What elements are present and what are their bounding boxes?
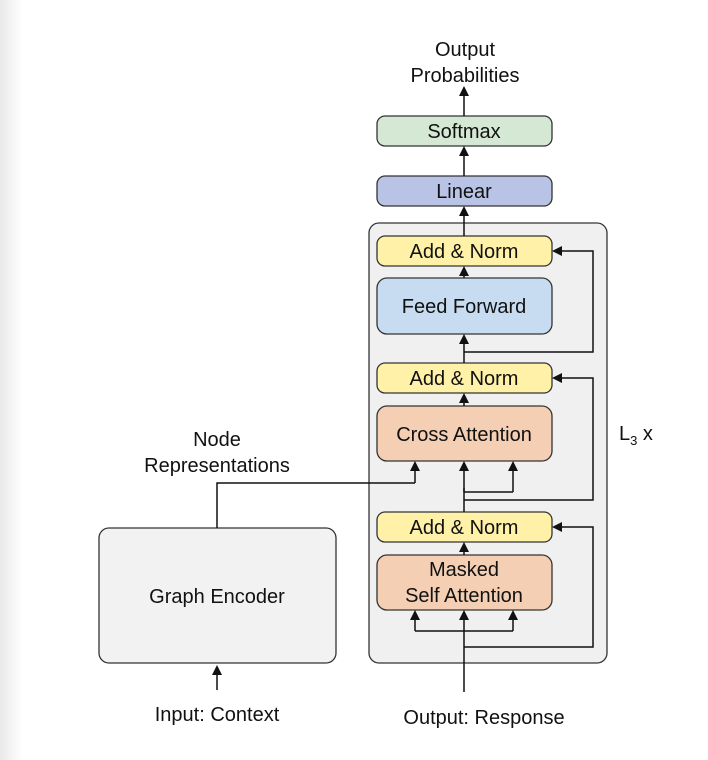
- output-probabilities-label-line1: Output: [435, 39, 495, 61]
- add-norm-box-bottom: Add & Norm: [376, 511, 553, 543]
- node-representations-label-line2: Representations: [144, 455, 290, 477]
- add-norm-label: Add & Norm: [410, 368, 519, 390]
- add-norm-label: Add & Norm: [410, 241, 519, 263]
- add-norm-label: Add & Norm: [410, 517, 519, 539]
- layer-repeat-label: L3 x: [619, 423, 653, 448]
- feed-forward-label: Feed Forward: [402, 296, 527, 318]
- input-context-label: Input: Context: [155, 704, 280, 726]
- cross-attention-label: Cross Attention: [396, 424, 532, 446]
- cross-attention-box: Cross Attention: [376, 405, 553, 462]
- graph-encoder-box: Graph Encoder: [98, 527, 337, 664]
- masked-self-attention-box: Masked Self Attention: [376, 554, 553, 611]
- residual-middle: [464, 373, 594, 501]
- softmax-label: Softmax: [427, 121, 500, 143]
- masked-label-line2: Self Attention: [405, 585, 523, 607]
- node-repr-line: [216, 482, 415, 528]
- linear-box: Linear: [376, 175, 553, 207]
- masked-label-line1: Masked: [429, 559, 499, 581]
- node-representations-label-line1: Node: [193, 429, 241, 451]
- feed-forward-box: Feed Forward: [376, 277, 553, 335]
- output-probabilities-label-line2: Probabilities: [411, 65, 520, 87]
- connectors: [212, 86, 594, 692]
- softmax-box: Softmax: [376, 115, 553, 147]
- graph-encoder-label: Graph Encoder: [149, 586, 285, 608]
- linear-label: Linear: [436, 181, 492, 203]
- residual-bottom: [464, 522, 594, 648]
- residual-top: [464, 246, 594, 353]
- add-norm-box-top: Add & Norm: [376, 235, 553, 267]
- output-response-label: Output: Response: [403, 707, 564, 729]
- left-edge-shadow: [0, 0, 22, 760]
- add-norm-box-middle: Add & Norm: [376, 362, 553, 394]
